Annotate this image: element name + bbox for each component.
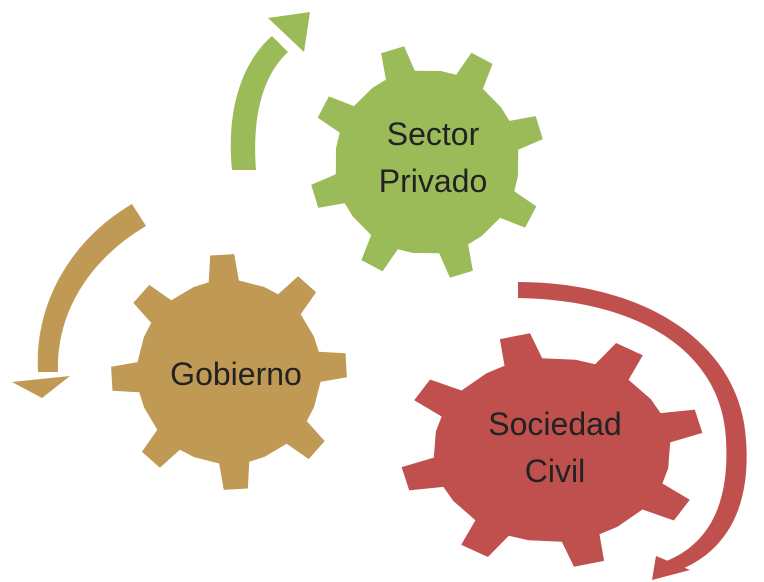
- gear-sector-privado-shape: [311, 46, 543, 278]
- gear-sociedad-civil-label-line1: Sociedad: [488, 406, 621, 442]
- gear-sociedad-civil-label-line2: Civil: [525, 453, 585, 489]
- tan-arrow: [12, 204, 146, 398]
- gear-sector-privado: Sector Privado: [311, 46, 543, 278]
- gear-sector-privado-label-line2: Privado: [379, 163, 488, 199]
- red-arrow-body: [518, 282, 747, 574]
- gear-gobierno-shape: [111, 254, 347, 490]
- red-arrow: [518, 282, 747, 580]
- tan-arrow-head: [12, 376, 70, 398]
- tan-arrow-body: [37, 204, 146, 372]
- green-arrow-head: [268, 12, 310, 52]
- gear-gobierno: Gobierno: [111, 254, 347, 490]
- gear-sociedad-civil-shape: [401, 333, 703, 567]
- green-arrow-body: [230, 36, 288, 170]
- green-arrow: [230, 12, 310, 170]
- gear-gobierno-label: Gobierno: [170, 356, 302, 392]
- red-arrow-head: [652, 556, 690, 580]
- gear-sociedad-civil: Sociedad Civil: [401, 333, 703, 567]
- gear-sector-privado-label-line1: Sector: [387, 116, 480, 152]
